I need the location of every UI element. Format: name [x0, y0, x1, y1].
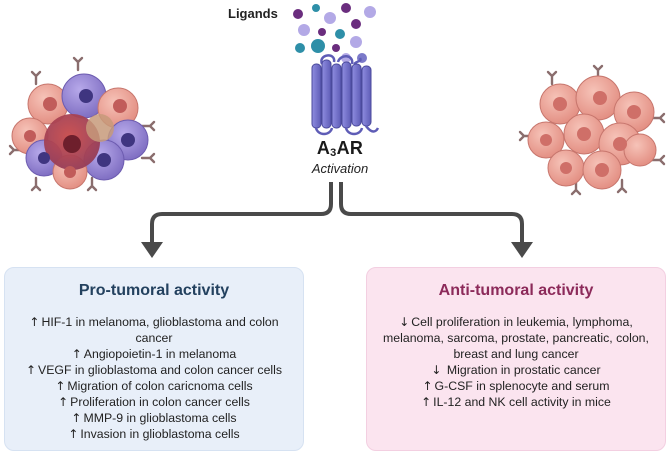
- activation-arrows: [150, 182, 524, 244]
- list-item-text: Cell proliferation in leukemia, lymphoma…: [383, 315, 649, 361]
- list-item: ↑HIF-1 in melanoma, glioblastoma and col…: [13, 314, 295, 346]
- arrowhead-anti-icon: [511, 242, 533, 258]
- list-item: ↑Invasion in glioblastoma cells: [13, 426, 295, 442]
- list-item: ↑MMP-9 in glioblastoma cells: [13, 410, 295, 426]
- tumor-cell-cluster-icon: [518, 64, 666, 196]
- list-item: ↑Proliferation in colon cancer cells: [13, 394, 295, 410]
- arrow-up-icon: ↑: [55, 379, 66, 393]
- anti-tumoral-list: ↓Cell proliferation in leukemia, lymphom…: [367, 314, 665, 410]
- gpcr-receptor-icon: [311, 54, 380, 136]
- arrow-down-icon: ↓: [399, 315, 410, 329]
- tumor-cell-cluster-mixed-icon: [8, 56, 156, 192]
- list-item: ↑Angiopoietin-1 in melanoma: [13, 346, 295, 362]
- list-item: ↑VEGF in glioblastoma and colon cancer c…: [13, 362, 295, 378]
- list-item-text: G-CSF in splenocyte and serum: [434, 379, 610, 393]
- pro-tumoral-list: ↑HIF-1 in melanoma, glioblastoma and col…: [5, 314, 303, 442]
- arrow-up-icon: ↑: [25, 363, 37, 377]
- arrowhead-pro-icon: [141, 242, 163, 258]
- arrow-to-anti-panel: [339, 182, 524, 244]
- list-item-text: MMP-9 in glioblastoma cells: [83, 411, 237, 425]
- receptor-state-label: Activation: [311, 161, 369, 176]
- list-item-text: Migration in prostatic cancer: [443, 363, 601, 377]
- receptor-suffix: AR: [336, 138, 364, 158]
- list-item: ↓ Migration in prostatic cancer: [375, 362, 657, 378]
- ligands-label: Ligands: [228, 6, 278, 21]
- list-item-text: Invasion in glioblastoma cells: [80, 427, 240, 441]
- arrow-up-icon: ↑: [421, 395, 432, 409]
- list-item-text: IL-12 and NK cell activity in mice: [433, 395, 611, 409]
- pro-tumoral-panel: Pro-tumoral activity ↑HIF-1 in melanoma,…: [4, 267, 304, 451]
- list-item: ↓Cell proliferation in leukemia, lymphom…: [375, 314, 657, 362]
- arrow-up-icon: ↑: [29, 315, 40, 329]
- pro-tumoral-title: Pro-tumoral activity: [78, 282, 230, 299]
- list-item: ↑Migration of colon caricnoma cells: [13, 378, 295, 394]
- arrow-to-pro-panel: [150, 182, 333, 244]
- list-item-text: Angiopoietin-1 in melanoma: [83, 347, 237, 361]
- receptor-name: A3AR: [300, 138, 380, 159]
- list-item-text: HIF-1 in melanoma, glioblastoma and colo…: [41, 315, 279, 345]
- arrow-up-icon: ↑: [58, 395, 69, 409]
- arrow-down-icon: ↓: [431, 363, 442, 377]
- ligand-molecules-icon: [293, 3, 376, 63]
- list-item-text: VEGF in glioblastoma and colon cancer ce…: [38, 363, 283, 377]
- arrow-up-icon: ↑: [68, 427, 79, 441]
- receptor-subscript: 3: [330, 147, 337, 159]
- anti-tumoral-panel: Anti-tumoral activity ↓Cell proliferatio…: [366, 267, 666, 451]
- list-item: ↑IL-12 and NK cell activity in mice: [375, 394, 657, 410]
- list-item-text: Migration of colon caricnoma cells: [67, 379, 253, 393]
- arrow-up-icon: ↑: [71, 411, 82, 425]
- receptor-base: A: [316, 138, 331, 158]
- list-item: ↑G-CSF in splenocyte and serum: [375, 378, 657, 394]
- arrow-up-icon: ↑: [71, 347, 82, 361]
- list-item-text: Proliferation in colon cancer cells: [70, 395, 250, 409]
- anti-tumoral-title: Anti-tumoral activity: [438, 282, 594, 299]
- arrow-up-icon: ↑: [422, 379, 433, 393]
